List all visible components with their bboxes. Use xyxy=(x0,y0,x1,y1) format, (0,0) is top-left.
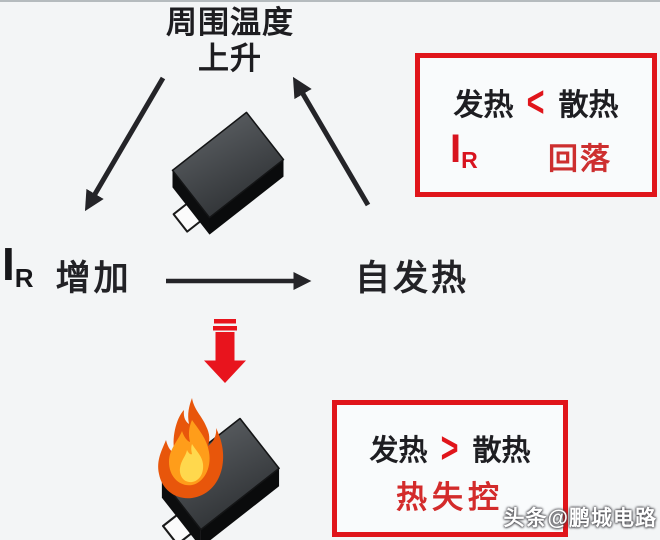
thermal-runaway-box: 发热 > 散热 热失控 xyxy=(332,400,568,537)
ambient-temperature-label: 周围温度 上升 xyxy=(120,5,340,77)
current-symbol-red: I xyxy=(450,127,462,171)
ir-falls-back-label: 回落 xyxy=(548,143,612,176)
current-subscript-red: R xyxy=(461,147,478,173)
heating-label: 发热 xyxy=(369,435,428,467)
thermal-runaway-label: 热失控 xyxy=(396,480,504,515)
burning-diode-icon xyxy=(161,417,280,540)
ambient-temperature-line2: 上升 xyxy=(198,41,262,76)
flame-icon xyxy=(158,398,224,499)
watermark: 头条@鹏城电路 xyxy=(503,507,657,530)
arrow-down-left-icon xyxy=(84,76,166,212)
less-than-symbol: < xyxy=(527,76,545,126)
ir-increase-label: I R 增加 xyxy=(2,241,132,301)
ambient-temperature-line1: 周围温度 xyxy=(166,5,294,40)
current-symbol: I xyxy=(2,238,15,290)
current-subscript: R xyxy=(14,263,34,293)
heating-label: 发热 xyxy=(453,89,514,122)
diode-icon xyxy=(171,111,285,235)
greater-than-symbol: > xyxy=(441,422,459,472)
dissipation-label: 散热 xyxy=(558,89,619,122)
heat-balance-box: 发热 < 散热 I R 回落 xyxy=(415,53,657,197)
thick-down-arrow-icon xyxy=(204,319,246,383)
dissipation-label: 散热 xyxy=(472,435,531,467)
increase-label: 增加 xyxy=(55,259,132,298)
top-edge-line xyxy=(0,0,660,2)
self-heating-label: 自发热 xyxy=(355,259,470,298)
arrow-up-right-icon xyxy=(292,76,371,207)
